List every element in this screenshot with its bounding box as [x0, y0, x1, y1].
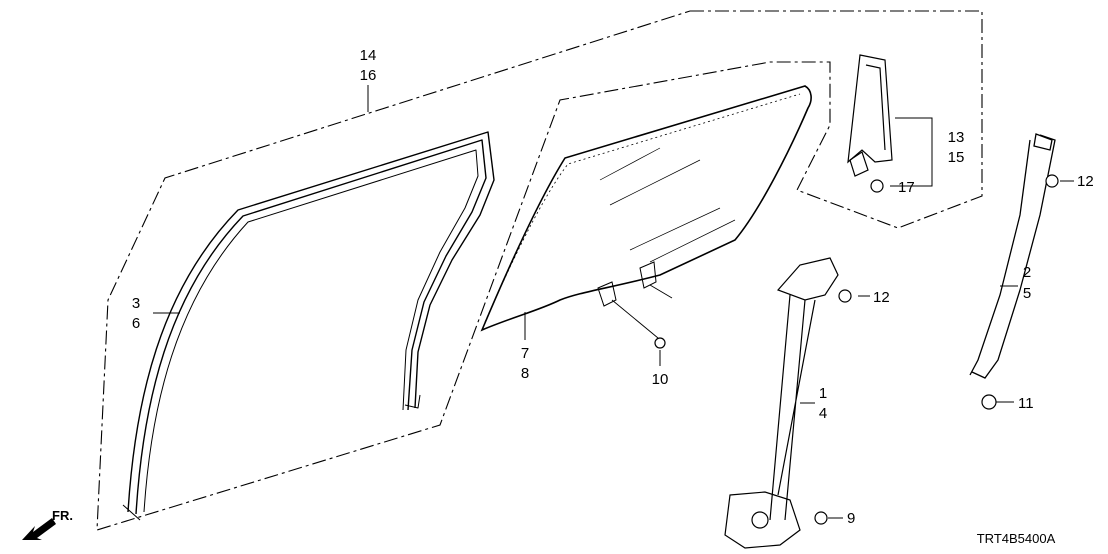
- diagram-code: TRT4B5400A: [977, 531, 1056, 546]
- rear-run-channel: [969, 133, 1056, 379]
- callout-12-lower: 12: [873, 289, 890, 306]
- bolt-11: [981, 394, 997, 410]
- callout-3: 3: [132, 295, 140, 312]
- callout-8: 8: [521, 365, 529, 382]
- nut-17: [870, 179, 884, 193]
- callout-10: 10: [652, 371, 669, 388]
- callout-1: 1: [819, 385, 827, 402]
- fasteners: [654, 174, 1059, 525]
- window-regulator: [724, 257, 839, 549]
- callout-16: 16: [360, 67, 377, 84]
- nut-12-lower: [838, 289, 852, 303]
- nut-12-upper: [1045, 174, 1059, 188]
- callout-17: 17: [898, 179, 915, 196]
- callout-9: 9: [847, 510, 855, 527]
- door-glass: [480, 85, 812, 339]
- pillar-garnish: [847, 54, 893, 177]
- front-direction-label: FR.: [52, 508, 73, 523]
- bolt-9: [814, 511, 828, 525]
- callout-7: 7: [521, 345, 529, 362]
- callout-4: 4: [819, 405, 827, 422]
- front-direction-arrow-icon: [22, 518, 56, 540]
- bolt-10: [654, 337, 666, 349]
- callout-6: 6: [132, 315, 140, 332]
- group-outline-door-assembly: [96, 10, 983, 531]
- callout-11: 11: [1018, 395, 1034, 412]
- leader-lines: [153, 85, 1074, 519]
- callout-14: 14: [360, 47, 377, 64]
- door-sash-channel: [122, 131, 495, 521]
- callout-12-upper: 12: [1077, 173, 1094, 190]
- callout-2: 2: [1023, 264, 1031, 281]
- callout-15: 15: [948, 149, 965, 166]
- callout-13: 13: [948, 129, 965, 146]
- callout-5: 5: [1023, 285, 1031, 302]
